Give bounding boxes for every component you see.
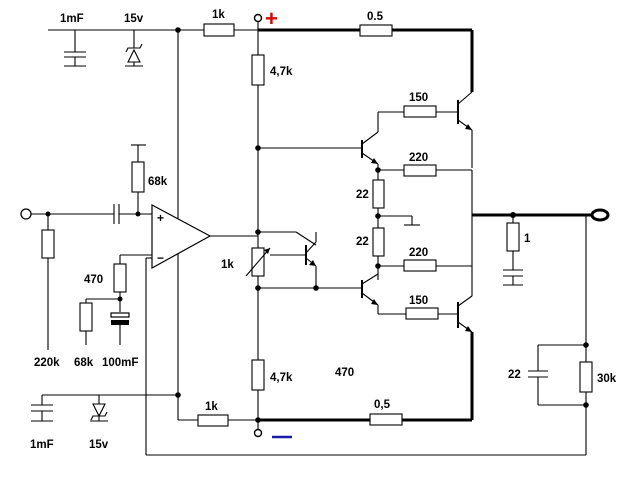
label-res-22-top: 22: [356, 189, 369, 201]
label-res-1k-top: 1k: [212, 9, 225, 21]
transistor-power-bottom: [457, 266, 474, 420]
resistor-1k-bottom: [197, 414, 229, 427]
resistor-220-top: [403, 164, 437, 177]
transistor-driver-bottom: [361, 273, 379, 314]
junction-dot: [375, 167, 381, 173]
resistor-220-bottom: [403, 259, 437, 272]
resistor-1k-top: [203, 23, 235, 37]
label-plus-sign: +: [265, 6, 278, 31]
label-zener-15v-top: 15v: [124, 13, 144, 25]
label-res-150-top: 150: [409, 92, 428, 104]
terminal-output: [590, 208, 610, 222]
opamp: + −: [151, 203, 212, 270]
transistor-power-top: [457, 30, 474, 168]
zener-15v-bottom: [90, 395, 108, 422]
transistor-bias: [258, 231, 317, 288]
resistor-30k: [579, 361, 593, 393]
capacitor-100mf: [110, 312, 130, 318]
label-res-68k-bottom: 68k: [74, 357, 94, 369]
label-res-68k-feedback: 68k: [148, 176, 168, 188]
resistor-470-left: [113, 263, 127, 293]
terminal-negative: [253, 428, 263, 438]
label-res-1-output: 1: [524, 233, 531, 245]
resistor-150-bottom: [405, 307, 439, 320]
opamp-plus-label: +: [157, 211, 164, 225]
label-res-220k: 220k: [34, 357, 60, 369]
potentiometer-1k: [245, 247, 271, 277]
resistor-1-output: [506, 222, 520, 252]
label-470-center: 470: [335, 367, 354, 379]
transistor-driver-top: [361, 112, 379, 185]
resistor-05-bottom: [369, 413, 403, 426]
label-res-22-bottom: 22: [356, 236, 369, 248]
label-res-150-bottom: 150: [409, 295, 428, 307]
resistor-68k-feedback: [131, 161, 145, 193]
junction-dot: [313, 285, 319, 291]
resistor-47k-top: [251, 54, 265, 86]
resistor-22-top: [372, 179, 385, 209]
label-res-30k: 30k: [597, 373, 617, 385]
zener-15v-top: [125, 30, 143, 67]
resistor-05-top: [359, 24, 393, 37]
capacitor-1mf-top: [64, 30, 86, 67]
resistor-22-bottom: [372, 227, 385, 257]
resistor-68k-bottom: [79, 302, 93, 332]
resistor-220k: [41, 229, 55, 259]
label-res-05-bottom: 0,5: [374, 399, 391, 411]
label-res-220-top: 220: [409, 152, 428, 164]
junction-dot: [135, 211, 141, 217]
label-zener-15v-bottom: 15v: [89, 439, 109, 451]
resistor-150-top: [403, 105, 437, 118]
label-cap-100mf: 100mF: [102, 357, 138, 369]
label-cap-22-output: 22: [508, 369, 521, 381]
label-res-47k-bottom: 4,7k: [270, 372, 293, 384]
label-res-05-top: 0.5: [367, 11, 384, 23]
label-cap-1mf-bottom: 1mF: [30, 439, 54, 451]
label-res-470-left: 470: [84, 274, 103, 286]
label-res-1k-bottom: 1k: [205, 401, 218, 413]
resistor-47k-bottom: [251, 359, 265, 391]
label-cap-1mf-top: 1mF: [60, 13, 84, 25]
label-res-47k-top: 4,7k: [270, 66, 293, 78]
label-pot-1k: 1k: [221, 259, 234, 271]
opamp-minus-label: −: [157, 251, 164, 265]
terminal-positive: [253, 13, 263, 23]
terminal-input: [20, 208, 32, 220]
label-res-220-bottom: 220: [409, 247, 428, 259]
capacitor-1mf-bottom: [31, 395, 53, 422]
